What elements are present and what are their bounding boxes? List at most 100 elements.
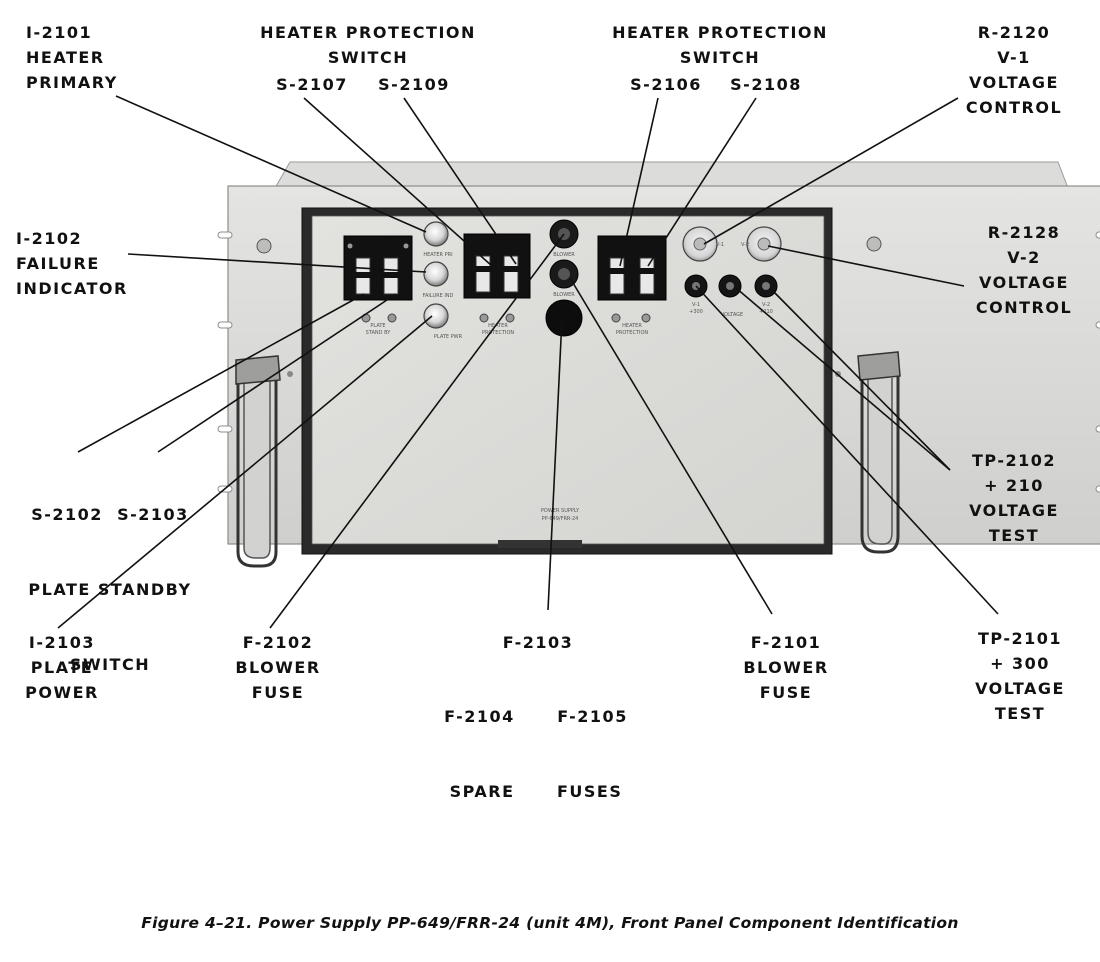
label-i2101-line-2: HEATER bbox=[26, 48, 105, 67]
panel-text-tp-300: +300 bbox=[689, 309, 703, 315]
label-f2101-line-1: F-2101 bbox=[750, 633, 822, 652]
label-i2103-line-3: POWER bbox=[25, 683, 99, 702]
label-i2102-line-3: INDICATOR bbox=[16, 279, 128, 298]
panel-text-tp-v1: V-1 bbox=[692, 302, 700, 308]
label-heater-protection-left: HEATER PROTECTION SWITCH bbox=[260, 20, 476, 70]
label-r2128: R-2128 V-2 VOLTAGE CONTROL bbox=[976, 220, 1072, 320]
label-heater-protection-right-line-1: HEATER PROTECTION bbox=[612, 23, 828, 42]
label-tp2101-line-3: VOLTAGE bbox=[975, 679, 1065, 698]
panel-text-tp-210: +210 bbox=[759, 309, 773, 315]
label-f2104-f2105: F-2104 F-2105 SPARE FUSES bbox=[444, 654, 628, 854]
label-tp2101-line-4: TEST bbox=[994, 704, 1046, 723]
label-tp2102-line-4: TEST bbox=[988, 526, 1040, 545]
leader-tp2102-b bbox=[769, 287, 951, 471]
label-i2102-line-1: I-2102 bbox=[16, 229, 83, 248]
voltage-control-knobs: V-1 V-2 bbox=[682, 226, 782, 262]
heater-protection-switch-block-left: HEATER PROTECTION bbox=[463, 233, 531, 336]
label-s2109: S-2109 bbox=[378, 75, 450, 94]
nameplate-line-1: POWER SUPPLY bbox=[541, 508, 580, 514]
label-r2120-line-3: VOLTAGE bbox=[969, 73, 1059, 92]
label-s2102-s2103: S-2102 S-2103 PLATE STANDBY SWITCH bbox=[28, 452, 191, 727]
label-i2101-line-1: I-2101 bbox=[26, 23, 93, 42]
label-s2106: S-2106 bbox=[630, 75, 702, 94]
panel-text-plate-pwr: PLATE PWR bbox=[434, 334, 463, 340]
leader-f2101 bbox=[569, 277, 773, 615]
panel-text-v1-ctrl: V-1 bbox=[716, 242, 724, 248]
leader-s2108 bbox=[647, 97, 757, 267]
label-s2102-s2103-line-3: SWITCH bbox=[69, 655, 151, 674]
label-heater-protection-right: HEATER PROTECTION SWITCH bbox=[612, 20, 828, 70]
leader-i2103 bbox=[57, 315, 433, 629]
panel-text-protection-right: PROTECTION bbox=[616, 330, 649, 336]
leader-f2103 bbox=[547, 317, 563, 611]
label-f2103: F-2103 bbox=[502, 633, 574, 652]
label-r2128-line-1: R-2128 bbox=[987, 223, 1061, 242]
panel-text-plate: PLATE bbox=[370, 323, 385, 329]
label-f2101: F-2101 BLOWER FUSE bbox=[743, 630, 828, 705]
label-f2102-line-2: BLOWER bbox=[235, 658, 321, 677]
label-tp2101-line-2: + 300 bbox=[990, 654, 1050, 673]
label-s2102-s2103-line-1: S-2102 S-2103 bbox=[31, 505, 189, 524]
leader-tp2101 bbox=[695, 285, 999, 615]
plate-standby-switch-block: PLATE STAND BY bbox=[343, 235, 413, 336]
fuse-holders: BLOWER BLOWER bbox=[545, 219, 583, 337]
heater-protection-switch-block-right: HEATER PROTECTION bbox=[597, 235, 667, 336]
indicator-lamps: HEATER PRI FAILURE IND PLATE PWR bbox=[423, 221, 463, 340]
panel-text-blower-2: BLOWER bbox=[553, 292, 575, 298]
panel-text-heater-pri: HEATER PRI bbox=[423, 252, 452, 258]
label-f2102-line-3: FUSE bbox=[251, 683, 305, 702]
label-tp2102-line-3: VOLTAGE bbox=[969, 501, 1059, 520]
leader-f2102 bbox=[269, 233, 565, 629]
label-i2103-line-1: I-2103 bbox=[28, 633, 96, 652]
left-handle bbox=[235, 355, 281, 568]
label-f2101-line-3: FUSE bbox=[759, 683, 813, 702]
figure-caption: Figure 4–21. Power Supply PP-649/FRR-24 … bbox=[141, 914, 959, 932]
leader-s2106 bbox=[619, 97, 659, 267]
label-s2108: S-2108 bbox=[730, 75, 802, 94]
label-tp2102: TP-2102 + 210 VOLTAGE TEST bbox=[969, 448, 1059, 548]
leader-i2101 bbox=[115, 95, 427, 233]
label-f2101-line-2: BLOWER bbox=[743, 658, 829, 677]
label-s2102-s2103-line-2: PLATE STANDBY bbox=[28, 580, 192, 599]
leader-r2120 bbox=[703, 97, 959, 245]
panel-text-blower-1: BLOWER bbox=[553, 252, 575, 258]
label-i2102-line-2: FAILURE bbox=[16, 254, 100, 273]
label-i2102: I-2102 FAILURE INDICATOR bbox=[16, 226, 128, 301]
label-tp2101: TP-2101 + 300 VOLTAGE TEST bbox=[975, 626, 1065, 726]
label-r2120-line-4: CONTROL bbox=[965, 98, 1063, 117]
leader-s2103 bbox=[157, 293, 397, 453]
panel-text-failure-ind: FAILURE IND bbox=[423, 293, 454, 299]
panel-text-heater-left: HEATER bbox=[488, 323, 508, 329]
panel-text-protection-left: PROTECTION bbox=[482, 330, 515, 336]
leader-s2109 bbox=[403, 97, 517, 265]
label-r2120-line-2: V-1 bbox=[997, 48, 1031, 67]
label-r2128-line-2: V-2 bbox=[1007, 248, 1041, 267]
panel-text-standby: STAND BY bbox=[366, 330, 392, 336]
label-i2101-line-3: PRIMARY bbox=[26, 73, 118, 92]
voltage-test-jacks: V-1 +300 VOLTAGE V-2 +210 bbox=[684, 274, 778, 318]
panel-text-tp-v2: V-2 bbox=[762, 302, 770, 308]
label-heater-protection-left-line-1: HEATER PROTECTION bbox=[260, 23, 476, 42]
label-f2102-line-1: F-2102 bbox=[242, 633, 314, 652]
label-r2120: R-2120 V-1 VOLTAGE CONTROL bbox=[966, 20, 1062, 120]
leader-s2107 bbox=[303, 97, 493, 267]
panel-text-tp-voltage: VOLTAGE bbox=[721, 312, 743, 318]
label-r2120-line-1: R-2120 bbox=[977, 23, 1051, 42]
chassis-top bbox=[274, 161, 1069, 189]
leader-lines bbox=[57, 95, 999, 629]
label-i2101: I-2101 HEATER PRIMARY bbox=[26, 20, 118, 95]
label-r2128-line-4: CONTROL bbox=[975, 298, 1073, 317]
leader-tp2102-a bbox=[735, 287, 951, 471]
leader-i2102 bbox=[127, 253, 427, 273]
label-f2104-f2105-line-2: SPARE FUSES bbox=[449, 782, 623, 801]
label-s2107: S-2107 bbox=[276, 75, 348, 94]
panel-text-v2-ctrl: V-2 bbox=[741, 242, 749, 248]
label-tp2102-line-2: + 210 bbox=[984, 476, 1044, 495]
label-heater-protection-left-line-2: SWITCH bbox=[327, 48, 409, 67]
label-i2103-line-2: PLATE bbox=[30, 658, 94, 677]
label-r2128-line-3: VOLTAGE bbox=[979, 273, 1069, 292]
label-tp2101-line-1: TP-2101 bbox=[977, 629, 1063, 648]
label-heater-protection-right-line-2: SWITCH bbox=[679, 48, 761, 67]
